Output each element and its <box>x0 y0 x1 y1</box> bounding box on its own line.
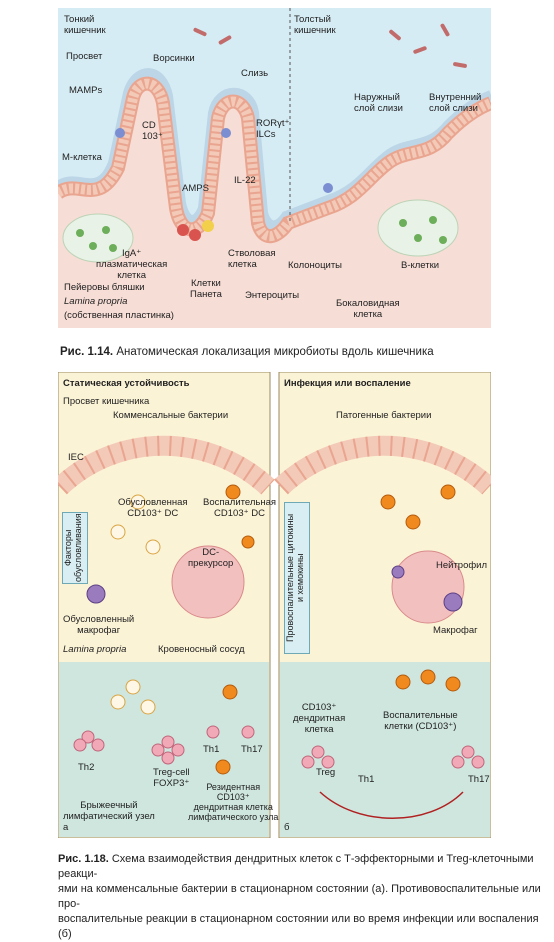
label-goblet: Бокаловидная клетка <box>336 298 400 320</box>
caption-text: Анатомическая локализация микробиоты вдо… <box>116 346 434 358</box>
label-blood-vessel: Кровеносный сосуд <box>158 644 245 655</box>
label-mesenteric-node: Брыжеечный лимфатический узел <box>63 800 155 822</box>
figure-1-18: Статическая устойчивость Инфекция или во… <box>58 372 491 838</box>
label-resident-dc: Резидентная CD103⁺ дендритная клетка лим… <box>188 782 279 822</box>
panel-a-tag: а <box>63 822 69 833</box>
label-il22: IL-22 <box>234 175 256 186</box>
label-commensal: Комменсальные бактерии <box>113 410 229 421</box>
label-ror-ilcs: RORγt⁺ ILCs <box>256 118 290 140</box>
label-factors-box: Факторы обусловливания <box>62 512 88 584</box>
label-pathogenic: Патогенные бактерии <box>336 410 432 421</box>
label-treg-foxp3: Treg-cell FOXP3⁺ <box>153 767 190 789</box>
label-gut-lumen: Просвет кишечника <box>63 396 150 407</box>
label-th1-a: Th1 <box>203 744 220 755</box>
label-inner-mucus: Внутренний слой слизи <box>429 92 482 114</box>
label-th17-a: Th17 <box>241 744 263 755</box>
label-inflammatory-dc: Воспалительная CD103⁺ DC <box>203 497 277 519</box>
caption-text-line-1: Схема взаимодействия дендритных клеток с… <box>58 853 534 880</box>
label-conditioned-macrophage: Обусловленный макрофаг <box>63 614 135 636</box>
panel-a-title: Статическая устойчивость <box>63 378 190 389</box>
label-mucus: Слизь <box>241 68 269 79</box>
label-stem-cell: Стволовая клетка <box>228 248 276 270</box>
label-cd103-dc: CD103⁺ дендритная клетка <box>293 702 346 735</box>
label-th17-b: Th17 <box>468 774 490 785</box>
caption-number: Рис. 1.14. <box>60 346 114 358</box>
label-peyer: Пейеровы бляшки <box>64 282 145 293</box>
label-lamina-propria: Lamina propria <box>64 296 128 307</box>
figure-1-14-illustration <box>58 8 491 328</box>
label-m-cell: М-клетка <box>62 152 102 163</box>
caption-line-2: ями на комменсальные бактерии в стациона… <box>58 883 541 910</box>
caption-figure-1-14: Рис. 1.14. Анатомическая локализация мик… <box>60 345 500 360</box>
caption-line-1: Рис. 1.18. Схема взаимодействия дендритн… <box>58 852 548 882</box>
label-iga: IgA⁺ плазматическая клетка <box>96 248 168 281</box>
label-small-intestine: Тонкий кишечник <box>64 14 106 36</box>
label-cd103: CD 103⁺ <box>142 120 163 142</box>
label-mamps: MAMPs <box>69 85 103 96</box>
label-outer-mucus: Наружный слой слизи <box>354 92 403 114</box>
label-proinflam-box: Провоспалительные цитокины и хемокины <box>284 502 310 654</box>
label-lamina-propria-ru: (собственная пластинка) <box>64 310 174 321</box>
label-lamina-propria-b: Lamina propria <box>63 644 127 655</box>
panel-b-tag: б <box>284 822 290 833</box>
figure-1-18-illustration <box>58 372 491 838</box>
label-colonocytes: Колоноциты <box>288 260 342 271</box>
figure-1-14: Тонкий кишечник Толстый кишечник Просвет… <box>58 8 491 328</box>
label-iec: IEC <box>68 452 84 463</box>
label-conditioned-dc: Обусловленная CD103⁺ DC <box>118 497 188 519</box>
label-neutrophil: Нейтрофил <box>436 560 488 571</box>
label-paneth: Клетки Панета <box>190 278 222 300</box>
caption-figure-1-18: Рис. 1.18. Схема взаимодействия дендритн… <box>58 852 548 942</box>
label-amps: AMPS <box>182 183 209 194</box>
label-th1-b: Th1 <box>358 774 375 785</box>
label-inflammatory-cells: Воспалительные клетки (CD103⁺) <box>383 710 458 732</box>
label-treg-b: Treg <box>316 767 336 778</box>
label-lumen: Просвет <box>66 51 103 62</box>
panel-b-title: Инфекция или воспаление <box>284 378 411 389</box>
label-b-cells: В-клетки <box>401 260 440 271</box>
label-macrophage: Макрофаг <box>433 625 478 636</box>
label-dc-precursor: DC- прекурсор <box>188 547 234 569</box>
caption-number-1-18: Рис. 1.18. <box>58 853 109 865</box>
label-villi: Ворсинки <box>153 53 195 64</box>
caption-line-3: воспалительные реакции в стационарном со… <box>58 913 539 940</box>
label-large-intestine: Толстый кишечник <box>294 14 336 36</box>
label-enterocytes: Энтероциты <box>245 290 300 301</box>
label-th2: Th2 <box>78 762 95 773</box>
